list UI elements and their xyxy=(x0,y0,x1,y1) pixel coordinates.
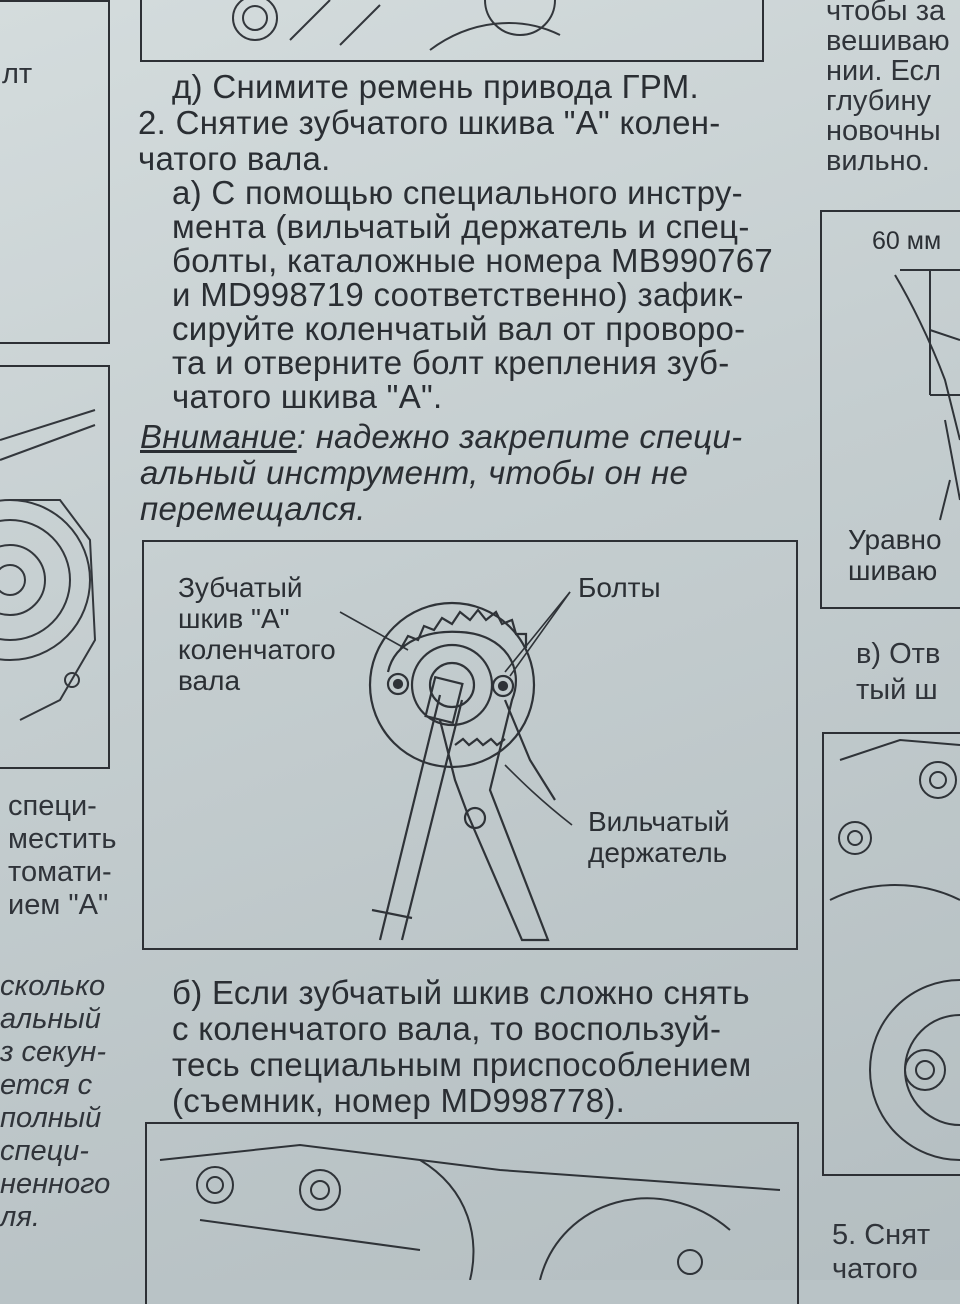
figure-frame xyxy=(142,540,798,950)
top-figure-frame xyxy=(140,0,764,62)
label-fork-holder: Вильчатый держатель xyxy=(588,806,730,868)
right-figure-frame-2 xyxy=(822,732,960,1176)
leader-holder xyxy=(504,764,573,826)
left-figure-frame-1 xyxy=(0,0,110,344)
wrench-handle xyxy=(378,694,464,941)
leader-bolts-1 xyxy=(504,591,571,673)
bolt-right xyxy=(491,674,515,698)
step-d-text: д) Снимите ремень привода ГРМ. xyxy=(172,68,700,105)
right-figure-caption: Уравно шиваю xyxy=(848,524,942,586)
right-top-text: чтобы за вешиваю нии. Есл глубину новочн… xyxy=(826,0,950,177)
warning-label: Внимание xyxy=(140,418,297,455)
right-step-v: в) Отв тый ш xyxy=(856,638,941,706)
bolt-left xyxy=(386,672,410,696)
leader-bolts-2 xyxy=(509,591,571,677)
label-bolts: Болты xyxy=(578,572,661,603)
dimension-label: 60 мм xyxy=(872,227,942,255)
leader-pulley xyxy=(339,611,409,651)
right-step-5: 5. Снят чатого xyxy=(832,1219,931,1285)
left-text-block-1: специ- местить томати- ием "А" xyxy=(8,790,117,921)
right-figure-frame-1 xyxy=(820,210,960,609)
left-top-fragment: лт xyxy=(2,58,33,90)
bottom-figure-frame xyxy=(145,1122,799,1304)
label-pulley: Зубчатый шкив "А" коленчатого вала xyxy=(178,572,336,696)
left-figure-frame-2 xyxy=(0,365,110,769)
pulley-teeth xyxy=(399,608,528,651)
fork-holder xyxy=(386,630,550,942)
left-text-block-2: сколько альный з секун- ется с полный сп… xyxy=(0,970,111,1233)
